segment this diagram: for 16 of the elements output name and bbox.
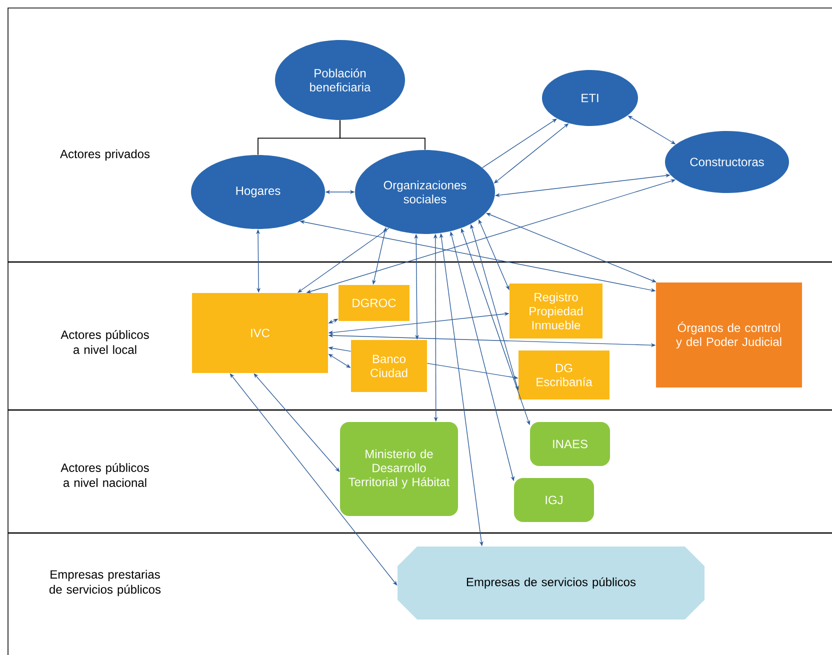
institution-box: DGROC (338, 285, 410, 321)
institution-box: Órganos de control y del Poder Judicial (656, 282, 802, 388)
arrow (298, 228, 390, 293)
lane-label: Empresas prestarias de servicios públicos (49, 570, 161, 596)
lane-label: Actores privados (60, 149, 150, 161)
institution-box: Registro Propiedad Inmueble (510, 284, 602, 338)
connector-line (340, 120, 426, 150)
company-box: Empresas de servicios públicos (398, 546, 704, 620)
lane-label: Actores públicos a nivel local (60, 330, 149, 354)
institution-box: Banco Ciudad (351, 340, 427, 392)
institution-box: Ministerio de Desarrollo Territorial y Hábitat (340, 422, 458, 516)
institution-box: IVC (192, 293, 328, 373)
lane-label: Actores públicos a nivel nacional (60, 463, 149, 487)
institution-box: INAES (530, 422, 610, 466)
institution-box: DG Escribanía (518, 350, 610, 400)
institution-box: IGJ (514, 478, 594, 522)
